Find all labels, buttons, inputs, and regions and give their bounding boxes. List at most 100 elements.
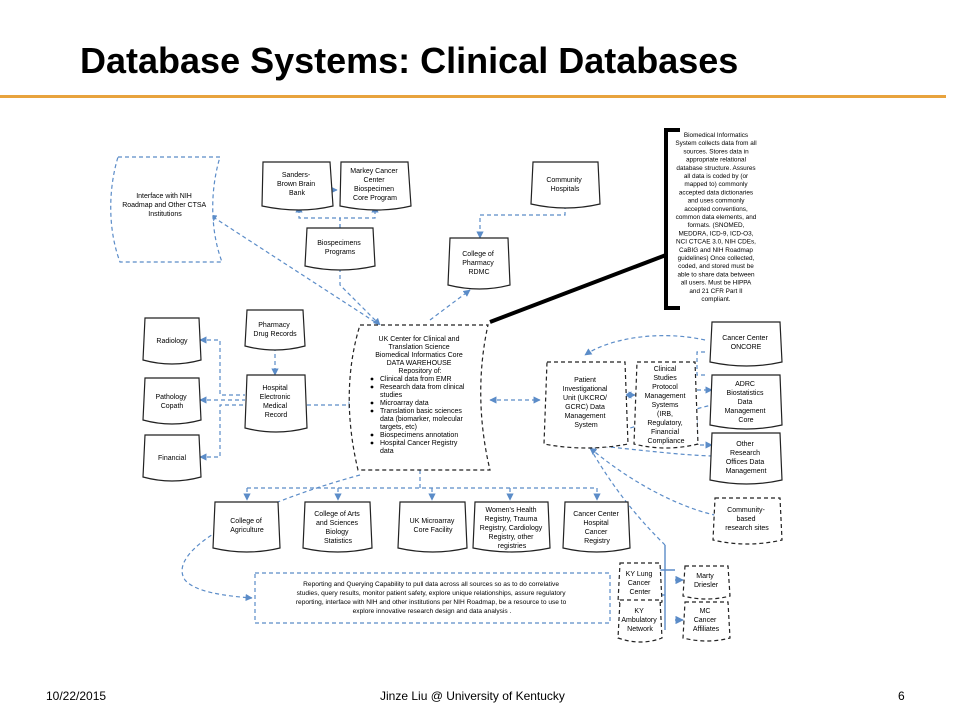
bmi-note-line: NCI CTCAE 3.0, NIH CDEs, bbox=[676, 239, 756, 246]
bmi-note-line: able to share data between bbox=[677, 271, 755, 278]
svg-text:Patient Investigational: Patient Investigational Unit (UKCRO/ GCR… bbox=[563, 377, 610, 429]
svg-text:College of Agriculture: College of Agriculture bbox=[230, 518, 264, 534]
connector-bio-markey bbox=[339, 205, 379, 228]
node-mc-cancer: MC Cancer Affiliates bbox=[682, 601, 731, 642]
node-cancer-registry: Cancer Center Hospital Cancer Registry bbox=[562, 501, 631, 553]
svg-text:Community- based r: Community- based research sites bbox=[725, 507, 769, 532]
node-biospecimens-programs: Biospecimens Programs bbox=[304, 227, 376, 271]
node-sanders-brown: Sanders- Brown Brain Bank bbox=[261, 161, 334, 211]
svg-text:KY Lung Cancer Cen: KY Lung Cancer Center bbox=[626, 571, 655, 596]
node-data-warehouse: UK Center for Clinical and Translation S… bbox=[348, 324, 491, 471]
bmi-note-line: guidelines) Once collected, bbox=[678, 255, 755, 262]
node-adrc: ADRC Biostatistics Data Management Core bbox=[709, 374, 783, 430]
svg-text:Biospecimens Programs: Biospecimens Programs bbox=[317, 240, 363, 256]
connector-cspms-oncore bbox=[696, 351, 705, 376]
svg-text:Markey Cancer Center: Markey Cancer Center Biospecimen Core Pr… bbox=[350, 168, 399, 202]
svg-text:Reporting and Querying Capabi: Reporting and Querying Capability to pul… bbox=[296, 581, 568, 615]
svg-text:Other Research Off: Other Research Offices Data Management bbox=[726, 441, 767, 475]
connector-warehouse-reporting bbox=[181, 474, 361, 602]
node-pharmacy-rdmc: College of Pharmacy RDMC bbox=[447, 237, 511, 290]
svg-text:Cancer Center ONCORE: Cancer Center ONCORE bbox=[722, 335, 769, 351]
title-underline bbox=[0, 95, 946, 98]
svg-text:Radiology: Radiology bbox=[156, 338, 188, 345]
callout-bracket bbox=[489, 128, 680, 324]
bmi-note-line: coded, and stored must be bbox=[678, 263, 754, 270]
footer-date: 10/22/2015 bbox=[46, 689, 107, 703]
node-arts-sciences: College of Arts and Sciences Biology Sta… bbox=[302, 501, 373, 553]
node-radiology: Radiology bbox=[142, 317, 202, 365]
bmi-note-line: mapped to) commonly bbox=[684, 181, 748, 188]
node-microarray: UK Microarray Core Facility bbox=[397, 501, 468, 553]
node-community-sites: Community- based research sites bbox=[712, 497, 783, 545]
connector-warehouse-pharmrdmc bbox=[429, 289, 471, 321]
svg-text:Pharmacy Drug Records: Pharmacy Drug Records bbox=[253, 322, 297, 338]
node-cspms: Clinical Studies Protocol Management Sys… bbox=[633, 361, 699, 449]
nih-line-1: Interface with NIH bbox=[136, 193, 192, 200]
node-womens-health: Women's Health Registry, Trauma Registry… bbox=[472, 501, 551, 553]
svg-text:Marty Driesler: Marty Driesler bbox=[694, 573, 719, 589]
bmi-note-line: sources. Stores data in bbox=[683, 148, 749, 155]
bmi-note-line: accepted data dictionaries bbox=[679, 189, 753, 196]
bmi-note-line: database structure. Assures bbox=[676, 165, 755, 172]
connector-bio-sanders bbox=[295, 205, 341, 228]
svg-text:KY Ambulatory Netw: KY Ambulatory Network bbox=[621, 608, 658, 633]
node-pharmacy-drug-records: Pharmacy Drug Records bbox=[244, 309, 306, 351]
connector-warehouse-nih bbox=[209, 214, 376, 323]
bmi-note-line: MEDDRA, ICD-9, ICD-O3, bbox=[679, 230, 754, 237]
node-community-hospitals: Community Hospitals bbox=[530, 161, 601, 209]
connector-piu-affiliates bbox=[589, 447, 666, 546]
connector-piu-community bbox=[589, 447, 716, 516]
footer-page-number: 6 bbox=[898, 689, 905, 703]
svg-text:Community Hospitals: Community Hospitals bbox=[546, 177, 583, 193]
node-nih-interface: Interface with NIH Roadmap and Other CTS… bbox=[110, 156, 223, 263]
svg-text:Pathology Copath: Pathology Copath bbox=[155, 394, 188, 410]
svg-text:Clinical data from EMR R: Clinical data from EMR Research data fro… bbox=[380, 376, 466, 455]
footer-author: Jinze Liu @ University of Kentucky bbox=[380, 689, 565, 703]
connector-hospitals-pharmrdmc bbox=[476, 205, 566, 239]
bmi-note-line: and uses commonly bbox=[688, 198, 746, 205]
connectors bbox=[181, 186, 716, 602]
bmi-note-line: and 21 CFR Part II bbox=[689, 288, 743, 295]
slide-title: Database Systems: Clinical Databases bbox=[80, 40, 739, 81]
svg-text:Interface with NIH Roadm: Interface with NIH Roadmap and Other CTS… bbox=[122, 193, 208, 218]
svg-text:UK Microarray Core Facil: UK Microarray Core Facility bbox=[410, 518, 457, 534]
warehouse-bullets bbox=[370, 377, 374, 445]
bmi-note-line: CaBIG and NIH Roadmap bbox=[679, 247, 753, 254]
svg-text:College of Arts and Scie: College of Arts and Sciences Biology Sta… bbox=[314, 511, 361, 545]
bmi-note-line: Biomedical Informatics bbox=[684, 132, 748, 139]
nih-line-3: Institutions bbox=[148, 211, 182, 218]
connector-financial-hemr bbox=[199, 404, 245, 461]
node-financial: Financial bbox=[142, 434, 202, 482]
node-other-research: Other Research Offices Data Management bbox=[709, 432, 783, 485]
node-marty-driesler: Marty Driesler bbox=[682, 565, 731, 600]
svg-text:Sanders- Brown Brain: Sanders- Brown Brain Bank bbox=[277, 172, 317, 197]
bmi-note-line: accepted conventions, bbox=[684, 206, 748, 213]
svg-text:MC Cancer Affiliat: MC Cancer Affiliates bbox=[693, 608, 720, 633]
bmi-note-line: compliant. bbox=[701, 296, 730, 303]
bmi-note-line: System collects data from all bbox=[675, 140, 756, 147]
svg-text:Women's Health Registry,: Women's Health Registry, Trauma Registry… bbox=[480, 507, 544, 550]
node-agriculture: College of Agriculture bbox=[212, 501, 281, 553]
node-markey-cancer: Markey Cancer Center Biospecimen Core Pr… bbox=[339, 161, 412, 211]
svg-text:ADRC Biostatistics: ADRC Biostatistics Data Management Core bbox=[725, 381, 768, 424]
node-reporting: Reporting and Querying Capability to pul… bbox=[254, 572, 611, 624]
node-ky-ambulatory: KY Ambulatory Network bbox=[617, 599, 663, 643]
bmi-note-line: appropriate relational bbox=[686, 157, 746, 164]
svg-text:Hospital Electronic: Hospital Electronic Medical Record bbox=[260, 385, 293, 419]
bmi-note-line: formats. (SNOMED, bbox=[688, 222, 745, 229]
svg-text:Financial: Financial bbox=[158, 455, 186, 462]
connector-oncore-piu bbox=[584, 335, 706, 356]
bmi-note-line: all users. Must be HIPPA bbox=[681, 280, 752, 287]
node-hospital-emr: Hospital Electronic Medical Record bbox=[244, 374, 308, 433]
connector-bio-warehouse bbox=[339, 268, 381, 326]
nih-line-2: Roadmap and Other CTSA bbox=[122, 202, 206, 209]
bmi-note-line: all data is coded by (or bbox=[684, 173, 749, 180]
node-pathology: Pathology Copath bbox=[142, 377, 202, 425]
svg-text:Clinical Studies P: Clinical Studies Protocol Management Sys… bbox=[645, 366, 688, 445]
node-piu: Patient Investigational Unit (UKCRO/ GCR… bbox=[543, 361, 629, 449]
connector-radiology-hemr bbox=[199, 336, 245, 396]
svg-text:Cancer Center Hospital: Cancer Center Hospital Cancer Registry bbox=[573, 511, 620, 545]
